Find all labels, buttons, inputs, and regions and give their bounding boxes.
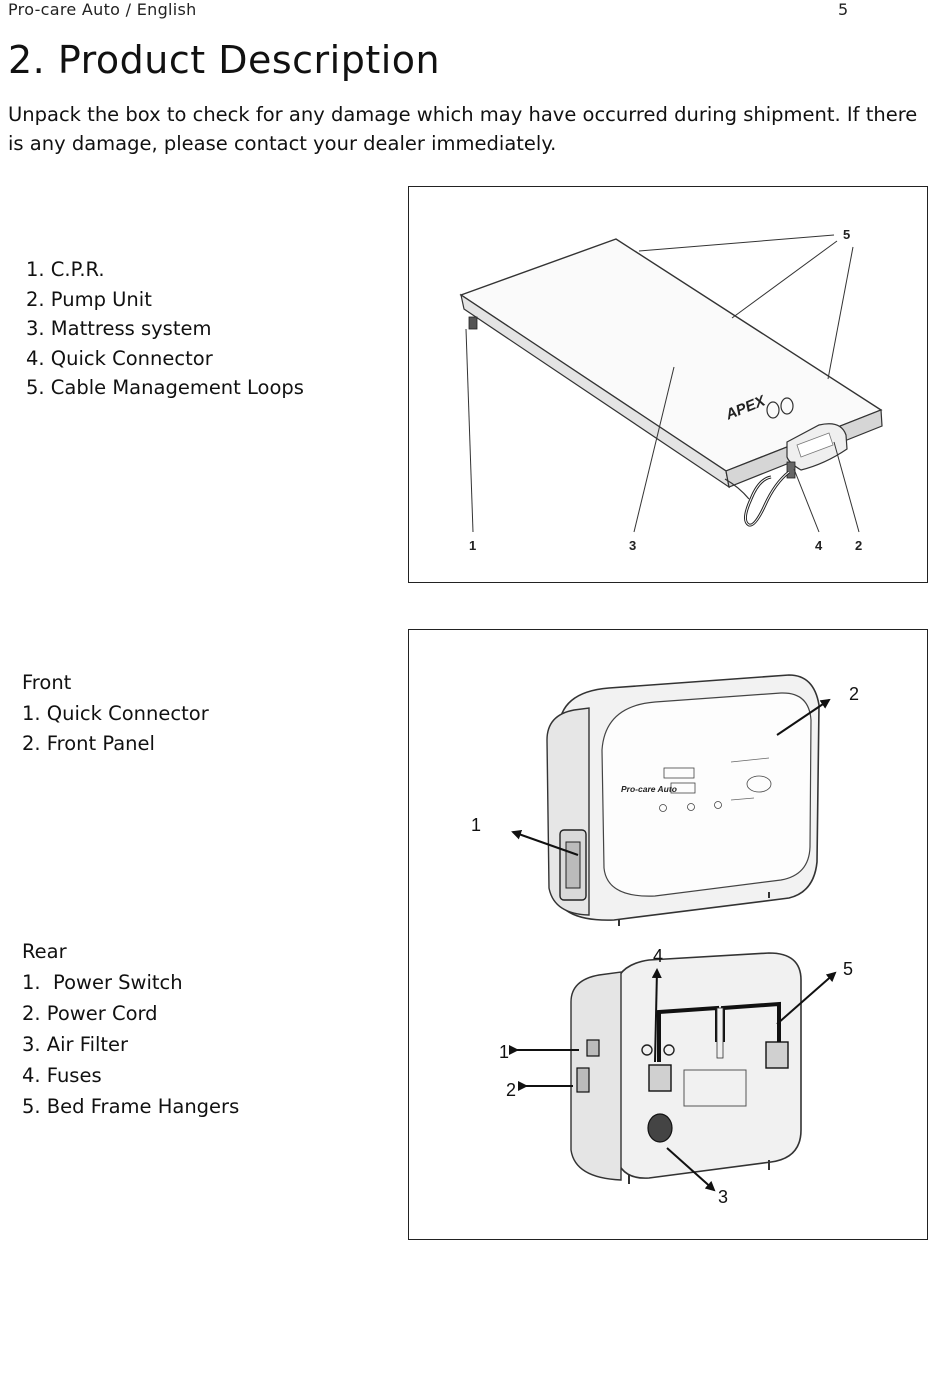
list-item: 3. Mattress system <box>26 317 212 341</box>
mattress-illustration: APEX 1 2 3 4 5 <box>459 227 883 553</box>
callout-label: 2 <box>849 684 859 704</box>
callout-label: 4 <box>653 946 663 966</box>
rear-component-list: Rear 1. Power Switch 2. Power Cord 3. Ai… <box>22 936 239 1122</box>
pump-front-view: Pro-care Auto 1 2 <box>471 674 859 926</box>
running-header: Pro-care Auto / English <box>8 0 197 19</box>
list-item: 2. Front Panel <box>22 732 155 755</box>
mattress-component-list: 1. C.P.R. 2. Pump Unit 3. Mattress syste… <box>26 255 304 403</box>
rear-heading: Rear <box>22 940 67 963</box>
callout-label: 3 <box>718 1187 728 1207</box>
list-item: 2. Pump Unit <box>26 287 152 311</box>
page-number: 5 <box>838 0 849 19</box>
panel-brand: Pro-care Auto <box>621 784 677 794</box>
list-item: 2. Power Cord <box>22 1002 158 1025</box>
pump-rear-view: 1 2 3 4 5 <box>499 946 853 1207</box>
callout-label: 4 <box>815 538 823 553</box>
list-item: 1. Quick Connector <box>22 701 209 725</box>
callout-label: 1 <box>471 815 481 835</box>
list-item: 1. Power Switch <box>22 971 183 994</box>
callout-label: 2 <box>506 1080 516 1100</box>
callout-label: 3 <box>629 538 636 553</box>
list-item: 5. Cable Management Loops <box>26 376 304 400</box>
pump-unit-figure: Pro-care Auto 1 2 <box>408 629 928 1240</box>
callout-label: 1 <box>469 538 476 553</box>
callout-label: 5 <box>843 227 850 242</box>
list-item: 4. Quick Connector <box>26 346 213 370</box>
pump-unit-illustration: Pro-care Auto 1 2 <box>471 674 859 1207</box>
list-item: 3. Air Filter <box>22 1033 129 1056</box>
front-component-list: Front 1. Quick Connector 2. Front Panel <box>22 668 209 760</box>
page-title: 2. Product Description <box>8 38 441 82</box>
mattress-system-figure: APEX 1 2 3 4 5 <box>408 186 928 583</box>
callout-label: 5 <box>843 959 853 979</box>
front-heading: Front <box>22 671 72 694</box>
list-item: 4. Fuses <box>22 1064 102 1087</box>
callout-label: 2 <box>855 538 862 553</box>
list-item: 5. Bed Frame Hangers <box>22 1095 240 1118</box>
callout-label: 1 <box>499 1042 509 1062</box>
intro-paragraph: Unpack the box to check for any damage w… <box>8 103 918 155</box>
list-item: 1. C.P.R. <box>26 258 105 281</box>
